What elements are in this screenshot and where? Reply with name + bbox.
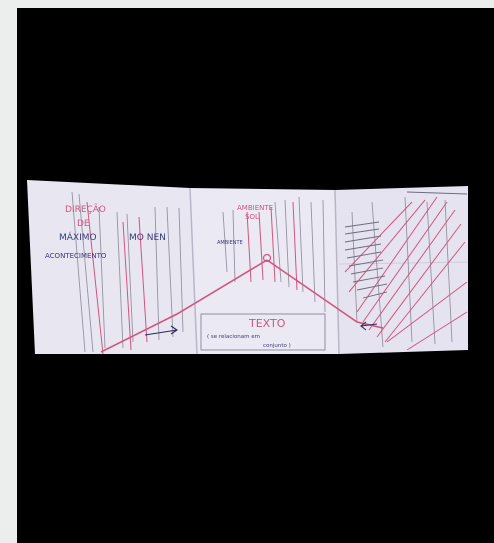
label-mo-nen: MO NEN: [129, 233, 166, 243]
label-acontecimento: ACONTECIMENTO: [45, 252, 107, 260]
label-texto-sub2: conjunto ): [263, 343, 291, 349]
label-sol: SOL: [245, 213, 259, 221]
label-maximo: MÁXIMO: [59, 231, 97, 243]
paper-panel-left: [27, 180, 197, 354]
sketch-paper: DIREÇÃO DE MÁXIMO ACONTECIMENTO MO NEN A…: [27, 172, 468, 354]
label-ambiente-top: AMBIENTE: [237, 204, 273, 212]
label-texto: TEXTO: [248, 317, 286, 330]
label-texto-sub1: ( se relacionam em: [207, 334, 260, 340]
label-direcao: DIREÇÃO: [65, 204, 106, 215]
sketch-drawing: DIREÇÃO DE MÁXIMO ACONTECIMENTO MO NEN A…: [27, 172, 468, 354]
label-de: DE: [77, 219, 90, 229]
label-ambiente-mid: AMBIENTE: [217, 240, 243, 246]
